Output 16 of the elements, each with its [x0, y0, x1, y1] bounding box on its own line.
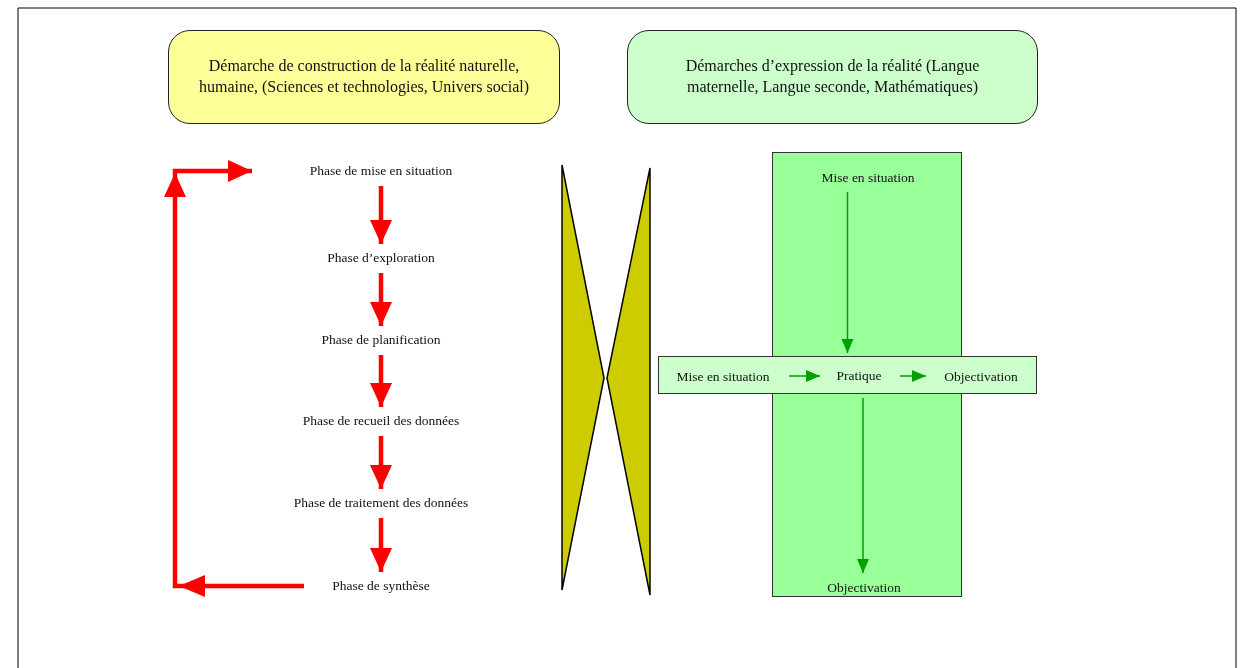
phase-label: Phase de recueil des données [302, 413, 460, 429]
phase-label: Phase de planification [321, 332, 441, 348]
phase-label: Phase de synthèse [332, 578, 430, 594]
phase-label: Phase de traitement des données [293, 495, 469, 511]
step-label: Mise en situation [821, 170, 915, 186]
phase-label: Phase d’exploration [327, 250, 435, 266]
step-label: Pratique [836, 368, 882, 384]
header-text: Démarches d’expression de la réalité (Langue maternelle, Langue seconde, Mathématiques) [684, 56, 981, 98]
header-text: Démarche de construction de la réalité naturelle, humaine, (Sciences et technologies, Univers social) [197, 56, 531, 98]
header-box [627, 30, 1038, 124]
process-band [658, 356, 1037, 394]
step-label: Objectivation [827, 580, 901, 596]
phase-label: Phase de mise en situation [309, 163, 453, 179]
header-box [168, 30, 560, 124]
step-label: Mise en situation [676, 369, 770, 385]
step-label: Objectivation [944, 369, 1018, 385]
